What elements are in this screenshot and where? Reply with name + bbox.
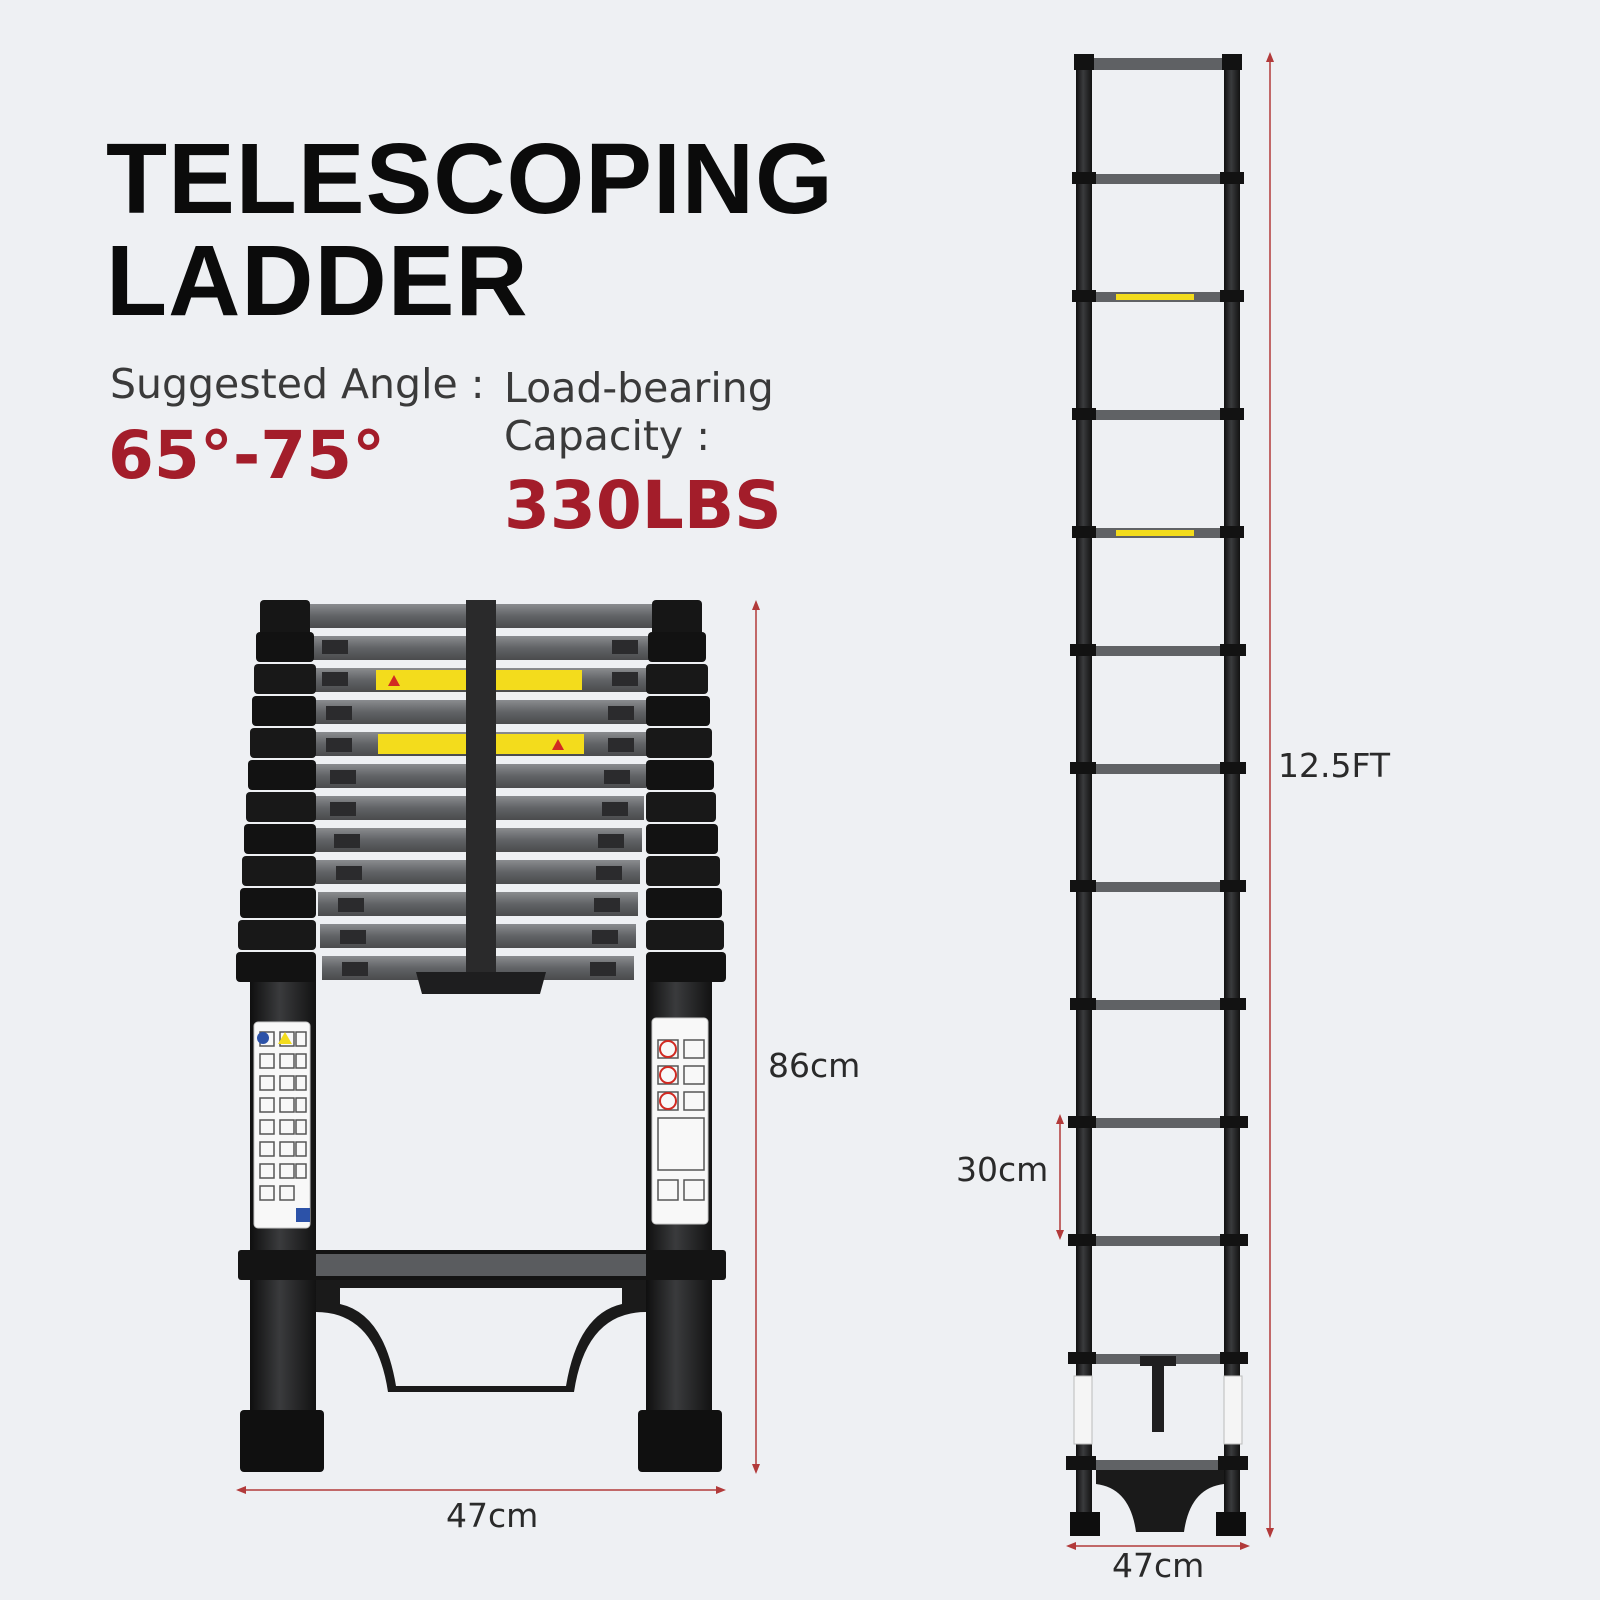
rung-spacing-label: 30cm — [956, 1150, 1049, 1189]
collapsed-height-label: 86cm — [768, 1046, 861, 1085]
rail-collars — [1066, 54, 1248, 1470]
rung-warning-sticker-1 — [1116, 294, 1194, 300]
top-rung — [1078, 58, 1226, 70]
base-stabilizer — [238, 1250, 726, 1392]
collapsed-ladder — [236, 600, 726, 1472]
collapsed-width-label: 47cm — [446, 1496, 539, 1535]
instruction-labels — [253, 1017, 709, 1229]
page-title: TELESCOPING LADDER — [106, 128, 834, 332]
extended-width-label: 47cm — [1112, 1546, 1205, 1585]
extended-rails — [1076, 56, 1240, 1536]
dimension-lines — [236, 52, 1274, 1550]
angle-value: 65°-75° — [108, 417, 386, 494]
load-capacity-value: 330LBS — [504, 467, 782, 544]
collapsed-right-pole — [638, 600, 726, 1472]
extended-label-right — [1223, 1375, 1243, 1445]
extended-carry-strap — [1152, 1360, 1164, 1432]
rung-warning-sticker-2 — [1116, 530, 1194, 536]
extended-ladder — [1066, 54, 1248, 1536]
title-line-1: TELESCOPING — [106, 123, 834, 235]
angle-label: Suggested Angle : — [110, 360, 485, 408]
extended-base — [1096, 1470, 1224, 1532]
extended-label-left — [1073, 1375, 1093, 1445]
load-capacity-label: Load-bearing Capacity : — [504, 364, 774, 460]
carry-strap — [416, 600, 546, 994]
title-line-2: LADDER — [106, 225, 529, 337]
rung-slots — [322, 640, 638, 976]
extended-rungs — [1080, 174, 1224, 1470]
extended-height-label: 12.5FT — [1278, 746, 1391, 785]
